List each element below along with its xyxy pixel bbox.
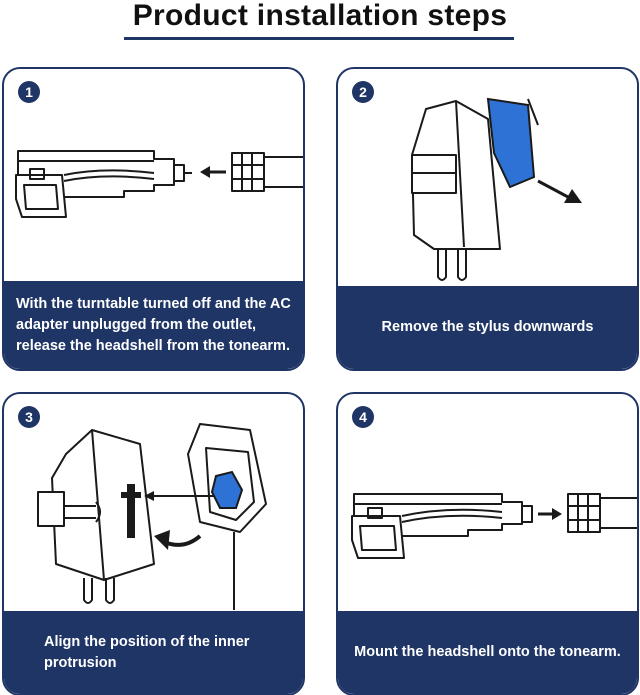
stylus-removal-icon: [411, 97, 582, 281]
step-number-badge: 1: [18, 81, 40, 103]
step-number-badge: 2: [352, 81, 374, 103]
headshell-release-icon: [15, 150, 303, 218]
step-caption: With the turntable turned off and the AC…: [4, 281, 303, 369]
step-number-badge: 4: [352, 406, 374, 428]
step-caption: Mount the headshell onto the tonearm.: [338, 611, 637, 694]
title-underline: [124, 37, 514, 40]
headshell-mount-icon: [351, 493, 637, 559]
step-card-2: 2 Remove the stylus downwards: [336, 67, 639, 371]
step-card-1: 1 With the turntable turned off and the …: [2, 67, 305, 371]
step-card-3: 3 Align the position of the inner protru…: [2, 392, 305, 695]
page-title: Product installation steps: [132, 0, 508, 32]
stylus-alignment-icon: [37, 423, 267, 610]
step-number-badge: 3: [18, 406, 40, 428]
step-caption: Align the position of the inner protrusi…: [4, 611, 303, 694]
step-caption: Remove the stylus downwards: [338, 286, 637, 369]
step-card-4: 4 Mount the headshell onto the tonearm.: [336, 392, 639, 695]
